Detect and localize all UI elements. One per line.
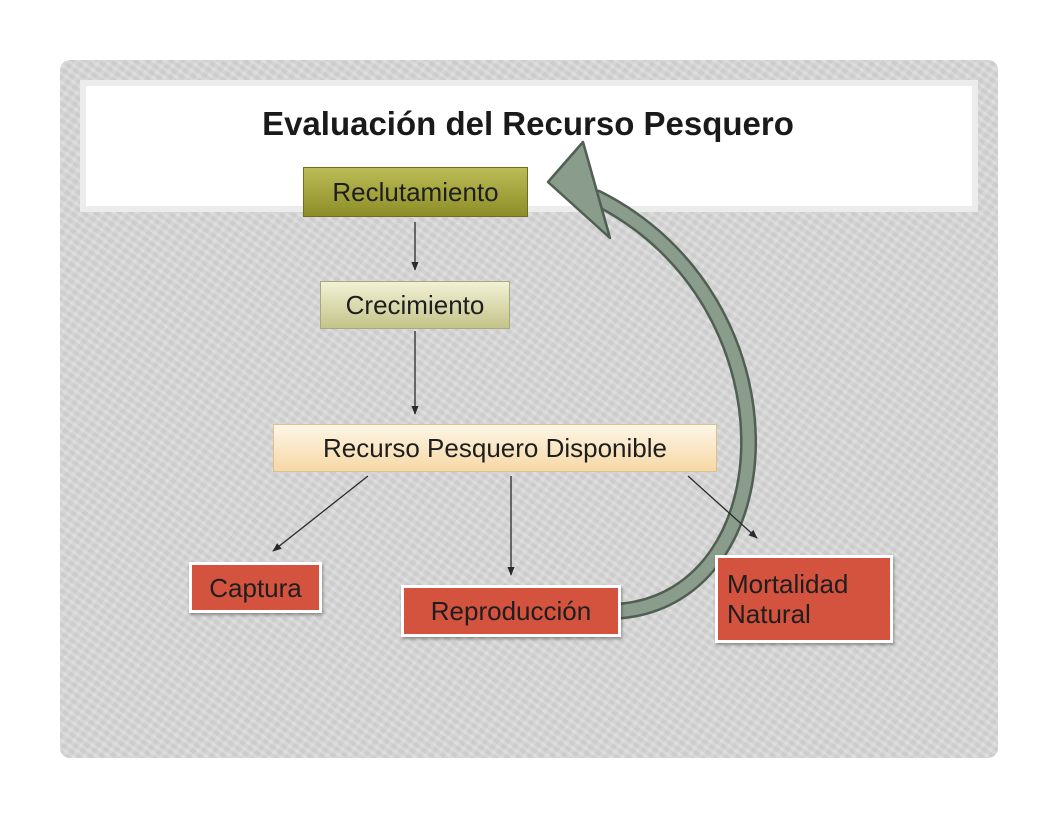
arrow-recurso-captura [272, 475, 369, 552]
node-reclutamiento-label: Reclutamiento [332, 177, 499, 207]
node-recurso-label: Recurso Pesquero Disponible [323, 433, 667, 463]
node-crecimiento-label: Crecimiento [345, 290, 485, 320]
node-captura: Captura [189, 562, 322, 613]
slide-title: Evaluación del Recurso Pesquero [262, 105, 794, 142]
title-band [80, 80, 978, 212]
node-mortalidad-natural: Mortalidad Natural [715, 555, 893, 643]
node-crecimiento: Crecimiento [320, 281, 510, 329]
slide-background [60, 60, 998, 758]
node-captura-label: Captura [209, 572, 302, 603]
node-reproduccion: Reproducción [401, 585, 621, 637]
node-recurso-disponible: Recurso Pesquero Disponible [273, 424, 717, 472]
node-mortalidad-label-line1: Mortalidad [727, 569, 849, 599]
node-reclutamiento: Reclutamiento [303, 167, 528, 217]
node-mortalidad-label-line2: Natural [727, 599, 811, 629]
node-reproduccion-label: Reproducción [430, 596, 592, 626]
arrow-recurso-mortalidad [687, 475, 758, 539]
cycle-arrow [546, 140, 758, 620]
